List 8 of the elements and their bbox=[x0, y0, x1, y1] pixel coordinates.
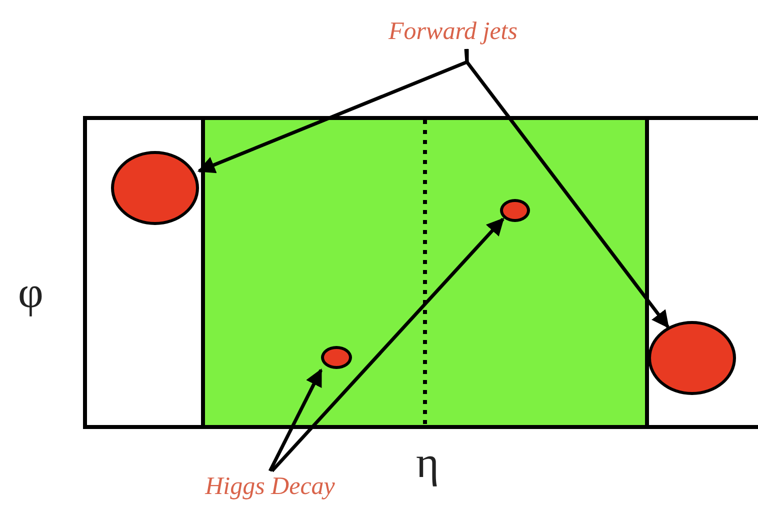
arrow bbox=[270, 218, 504, 472]
arrow bbox=[197, 48, 469, 174]
callout-label: Higgs Decay bbox=[190, 472, 350, 504]
axis-label: η bbox=[416, 438, 440, 488]
arrow bbox=[465, 49, 670, 328]
arrow bbox=[268, 368, 323, 472]
callout-label: Forward jets bbox=[378, 17, 528, 49]
axis-label: φ bbox=[18, 268, 44, 318]
